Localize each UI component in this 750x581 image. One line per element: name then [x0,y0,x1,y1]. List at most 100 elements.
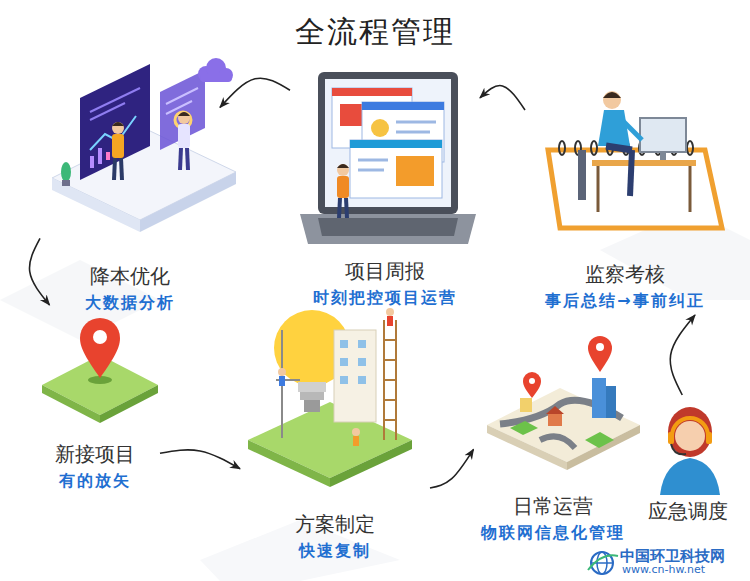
laptop-illustration-part [371,119,389,137]
city-illustration-part [588,336,612,372]
operator-illustration-part [671,444,686,454]
stage-heading: 方案制定 [295,511,375,537]
stage-subtitle: 时刻把控项目运营 [313,288,457,308]
desk-illustration-part [606,146,632,150]
city-illustration-part [592,378,606,418]
operator-illustration [660,407,720,495]
laptop-illustration-part [337,164,349,168]
city-illustration-part [540,436,575,448]
desk-illustration-part [592,160,696,166]
desk-illustration-part [548,150,722,228]
stage-heading: 应急调度 [648,498,728,524]
analytics-illustration-part [187,148,188,170]
lightbulb-illustration-part [387,316,393,326]
analytics-illustration-part [178,112,190,124]
analytics-illustration-part [114,158,115,180]
stage-node: 方案制定快速复制 [240,290,430,565]
stage-subtitle: 快速复制 [299,541,371,561]
analytics-illustration-part [98,148,102,164]
flow-arrow [670,315,695,395]
flow-arrow [480,86,525,110]
analytics-illustration-part [112,122,124,126]
operator-illustration-part [672,418,708,436]
lightbulb-illustration-part [278,368,286,376]
laptop-illustration-part [318,72,458,214]
operator-illustration-part [706,432,712,444]
desk-illustration-part-part [559,141,565,155]
analytics-illustration-part [80,64,150,180]
analytics-illustration-part [61,162,71,182]
analytics-illustration-part [160,70,205,150]
desk-illustration-part [640,118,686,152]
stage-node: 新接项目有的放矢 [30,305,160,495]
stage-node: 降本优化大数据分析 [40,55,220,317]
laptop-illustration-part [337,164,349,176]
operator-illustration-part [660,458,720,495]
lightbulb-illustration-part [340,340,348,348]
watermark-logo [588,552,618,574]
flow-arrow [160,450,240,469]
analytics-illustration-part [112,134,124,158]
pin-tile-illustration-part [93,330,107,344]
operator-illustration-part [675,421,705,451]
desk-illustration-part [622,120,642,140]
stage-heading: 日常运营 [513,493,593,519]
analytics-illustration-part [90,156,94,168]
laptop-illustration-part [325,79,451,207]
city-illustration-part [529,378,535,384]
analytics-illustration-part [200,74,232,82]
flow-arrow [220,78,290,107]
stage-node: 应急调度 [635,395,740,528]
lightbulb-illustration-part [384,399,396,401]
city-illustration [487,336,640,470]
stage-subtitle: 事后总结→事前纠正 [545,291,704,311]
analytics-illustration [52,58,236,232]
analytics-illustration-part [166,88,198,104]
laptop-illustration-part [362,102,444,110]
desk-illustration-part [603,91,621,109]
lightbulb-illustration-part [279,376,285,386]
stage-heading: 监察考核 [585,261,665,287]
desk-illustration-part-part [687,141,693,155]
city-illustration-part [520,398,532,412]
lightbulb-illustration-part [358,340,366,348]
lightbulb-illustration-part [340,358,348,366]
watermark-text: www.cn-hw.net [622,564,705,576]
desk-illustration [548,91,722,228]
lightbulb-illustration-part [353,436,359,446]
analytics-illustration-part [90,103,125,120]
laptop-illustration-part [358,159,388,162]
lightbulb-illustration-part [384,379,396,381]
laptop-illustration [300,72,476,244]
stage-node: 监察考核事后总结→事前纠正 [525,65,725,315]
desk-illustration-part [597,166,600,212]
laptop-illustration-part [339,198,340,218]
stage-node: 项目周报时刻把控项目运营 [290,60,480,312]
laptop-illustration-part [396,131,430,134]
laptop-illustration-part [358,169,384,172]
analytics-illustration-part [140,172,236,232]
desk-illustration-part [689,166,692,212]
analytics-illustration-part [178,112,190,116]
lightbulb-illustration-part [352,428,360,436]
lightbulb-illustration-part [384,339,396,341]
pin-tile-illustration-part [42,385,100,423]
analytics-illustration-part [112,122,124,134]
lightbulb-illustration-part [384,359,396,361]
stage-heading: 新接项目 [55,441,135,467]
analytics-illustration-part [178,124,190,148]
lightbulb-illustration-part [358,358,366,366]
lightbulb-illustration-part [384,419,396,421]
flow-arrow [430,449,474,488]
lightbulb-illustration [248,308,412,487]
lightbulb-illustration-part [248,440,330,487]
lightbulb-illustration-part [334,330,376,422]
lightbulb-illustration-part [298,382,326,392]
city-illustration-part [510,421,538,435]
analytics-illustration-part [62,180,70,186]
pin-tile-illustration [42,318,158,423]
lightbulb-illustration-part [330,440,412,487]
analytics-illustration-part [180,148,181,170]
city-illustration-part [585,432,614,448]
